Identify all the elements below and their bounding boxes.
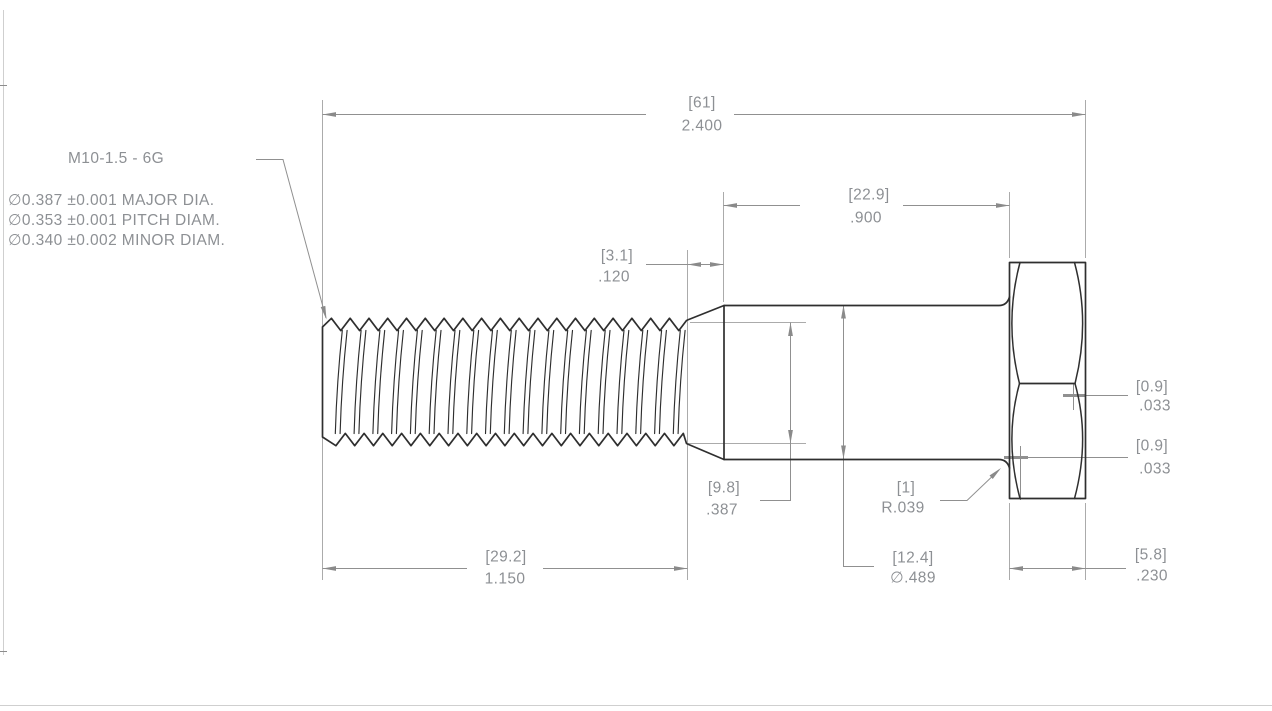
dim-head-chamfer-lower-in: .033	[1139, 460, 1171, 478]
dim-head-chamfer-lower-mm: [0.9]	[1135, 437, 1169, 455]
arrowhead-icon	[320, 305, 327, 320]
leader-thread-callout	[256, 159, 327, 319]
dim-fillet-radius-in: R.039	[881, 499, 925, 517]
note-major-dia: ∅0.387 ±0.001 MAJOR DIA.	[8, 192, 215, 209]
arrowhead-icon	[1072, 566, 1086, 571]
head-outline	[1008, 261, 1087, 500]
arrowhead-icon	[989, 468, 1001, 479]
dimension-arrowheads	[320, 112, 1086, 571]
arrowhead-icon	[322, 566, 336, 571]
bolt-geometry	[321, 261, 1087, 500]
dim-thread-runout-mm: [3.1]	[600, 247, 634, 265]
thread-flank-lines	[334, 329, 686, 435]
head-chamfer-arcs	[1011, 261, 1084, 500]
dim-thread-length-mm: [29.2]	[485, 548, 527, 566]
dim-line-shank-dia	[843, 305, 874, 567]
dim-thread-major-dia-mm: [9.8]	[707, 479, 741, 497]
dim-fillet-radius-mm: [1]	[896, 479, 916, 497]
dim-thread-runout-in: .120	[598, 268, 630, 286]
arrowhead-icon	[1072, 112, 1086, 117]
arrowhead-icon	[723, 203, 737, 208]
arrowhead-icon	[322, 112, 336, 117]
thread-callout: M10-1.5 - 6G	[68, 150, 165, 167]
dim-shank-length-mm: [22.9]	[848, 186, 890, 204]
dim-head-width-mm: [5.8]	[1134, 546, 1168, 564]
dim-thread-length-in: 1.150	[484, 570, 526, 588]
arrowhead-icon	[710, 262, 724, 267]
thread-runout-cone	[686, 304, 725, 461]
arrowhead-icon	[674, 566, 688, 571]
arrowhead-icon	[788, 430, 793, 444]
dim-head-chamfer-upper-mm: [0.9]	[1135, 378, 1169, 396]
extension-lines	[322, 100, 1086, 580]
note-pitch-dia: ∅0.353 ±0.001 PITCH DIAM.	[8, 212, 221, 229]
dim-shank-dia-mm: [12.4]	[892, 549, 934, 567]
thread-crest-zigzag	[321, 317, 688, 447]
arrowhead-icon	[996, 203, 1010, 208]
thread-profile	[321, 317, 688, 447]
arrowhead-icon	[841, 305, 846, 319]
dim-line-thread-major-dia	[760, 322, 791, 501]
arrowhead-icon	[687, 262, 701, 267]
sheet-border	[0, 10, 1272, 706]
arrowhead-icon	[841, 445, 846, 459]
leader-fillet-radius	[940, 469, 1000, 501]
arrowhead-icon	[788, 322, 793, 336]
dimension-lines	[256, 114, 1128, 569]
dim-overall-length-mm: [61]	[688, 94, 716, 112]
note-minor-dia: ∅0.340 ±0.002 MINOR DIAM.	[8, 232, 226, 249]
dim-thread-major-dia-in: .387	[706, 501, 738, 519]
dim-shank-dia-in: ∅.489	[890, 569, 936, 587]
dim-shank-length-in: .900	[850, 209, 882, 227]
dim-head-chamfer-upper-in: .033	[1139, 397, 1171, 415]
arrowhead-icon	[1009, 566, 1023, 571]
dim-overall-length-in: 2.400	[681, 117, 723, 135]
dim-head-width-in: .230	[1136, 567, 1168, 585]
